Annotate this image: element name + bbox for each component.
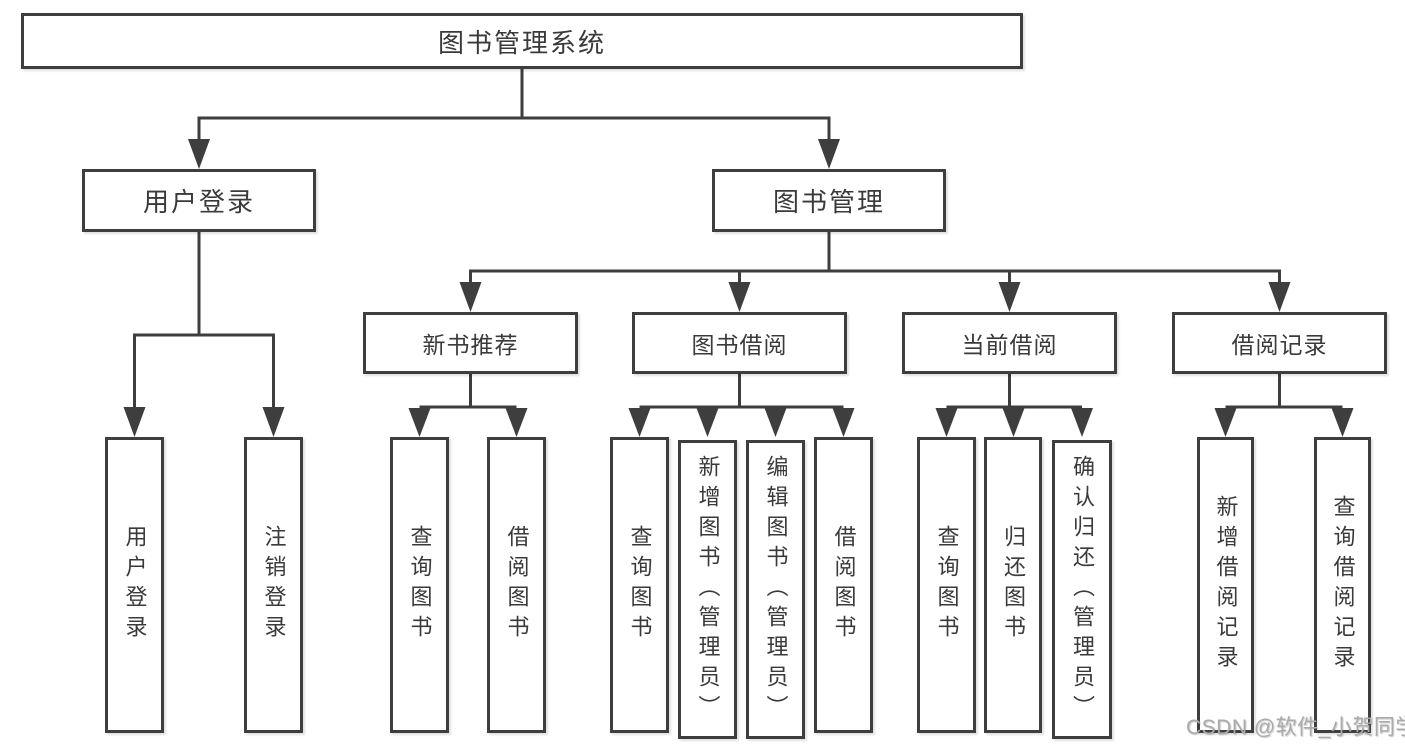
node-root-label: 图书管理系统 bbox=[437, 27, 606, 58]
leaf-edit-book-admin: 编辑图书（管理员） bbox=[746, 440, 805, 739]
arrowhead-cb-confirm bbox=[1071, 408, 1093, 437]
leaf-add-borrow-record-label: 新增借阅记录 bbox=[1213, 495, 1239, 675]
node-book-borrow-label: 图书借阅 bbox=[691, 332, 788, 358]
arrowhead-book-borrow bbox=[728, 282, 751, 312]
node-current-borrow: 当前借阅 bbox=[902, 312, 1117, 374]
connector-borrow-records-branch bbox=[1225, 374, 1343, 409]
connector-root-branch bbox=[197, 116, 831, 143]
leaf-query-borrow-record-label: 查询借阅记录 bbox=[1330, 495, 1356, 675]
arrowhead-bb-edit bbox=[764, 408, 787, 437]
arrowhead-cb-query bbox=[935, 408, 958, 437]
connector-user-login-branch bbox=[133, 333, 275, 412]
arrowhead-book-mgmt bbox=[818, 139, 840, 169]
arrowhead-user-login bbox=[188, 139, 210, 169]
node-user-login: 用户登录 bbox=[82, 169, 316, 232]
csdn-watermark: CSDN @软件_小贺同学 bbox=[1186, 716, 1405, 739]
leaf-return-book: 归还图书 bbox=[984, 437, 1042, 733]
arrowhead-cb-return bbox=[1002, 408, 1025, 437]
leaf-borrow-books: 借阅图书 bbox=[814, 437, 873, 733]
leaf-add-borrow-record: 新增借阅记录 bbox=[1197, 437, 1254, 733]
node-book-borrow: 图书借阅 bbox=[632, 312, 847, 374]
arrowhead-br-query bbox=[1331, 408, 1354, 437]
arrowhead-current-borrow bbox=[998, 282, 1021, 312]
node-book-mgmt-label: 图书管理 bbox=[772, 187, 885, 217]
arrowhead-new-book-rec bbox=[459, 282, 482, 312]
node-new-book-rec-label: 新书推荐 bbox=[422, 332, 519, 358]
node-new-book-rec: 新书推荐 bbox=[363, 312, 578, 374]
leaf-query-books-current-label: 查询图书 bbox=[934, 525, 960, 645]
node-root: 图书管理系统 bbox=[21, 13, 1023, 69]
arrowhead-leaf-logout bbox=[262, 407, 285, 437]
leaf-query-books-current: 查询图书 bbox=[917, 437, 976, 733]
arrowhead-nbr-query bbox=[408, 408, 431, 437]
leaf-edit-book-admin-label: 编辑图书（管理员） bbox=[763, 454, 789, 725]
leaf-confirm-return-admin-label: 确认归还（管理员） bbox=[1070, 454, 1095, 725]
leaf-user-login: 用户登录 bbox=[105, 437, 164, 733]
connector-new-book-rec-branch bbox=[419, 374, 517, 409]
arrowhead-br-add bbox=[1214, 408, 1237, 437]
arrowhead-nbr-borrow bbox=[505, 408, 528, 437]
leaf-add-book-admin: 新增图书（管理员） bbox=[678, 440, 737, 739]
leaf-borrow-books-new-rec-label: 借阅图书 bbox=[504, 525, 530, 645]
leaf-query-borrow-record: 查询借阅记录 bbox=[1314, 437, 1371, 733]
connector-level3-branch bbox=[469, 269, 1281, 284]
leaf-add-book-admin-label: 新增图书（管理员） bbox=[695, 454, 721, 725]
node-borrow-records: 借阅记录 bbox=[1172, 312, 1387, 374]
node-book-mgmt: 图书管理 bbox=[712, 169, 946, 232]
arrowhead-borrow-records bbox=[1268, 282, 1291, 312]
leaf-query-books-new-rec-label: 查询图书 bbox=[407, 525, 433, 645]
leaf-query-books-borrow: 查询图书 bbox=[610, 437, 669, 733]
leaf-user-login-label: 用户登录 bbox=[122, 525, 148, 645]
leaf-query-books-new-rec: 查询图书 bbox=[390, 437, 449, 733]
connector-book-borrow-branch bbox=[639, 374, 844, 409]
leaf-logout: 注销登录 bbox=[244, 437, 303, 733]
node-current-borrow-label: 当前借阅 bbox=[961, 332, 1058, 358]
node-borrow-records-label: 借阅记录 bbox=[1231, 332, 1328, 358]
arrowhead-bb-query bbox=[628, 408, 651, 437]
leaf-return-book-label: 归还图书 bbox=[1001, 525, 1026, 645]
leaf-logout-label: 注销登录 bbox=[261, 525, 287, 645]
leaf-confirm-return-admin: 确认归还（管理员） bbox=[1052, 440, 1112, 739]
leaf-borrow-books-label: 借阅图书 bbox=[831, 525, 857, 645]
connector-current-borrow-branch bbox=[946, 374, 1082, 409]
node-user-login-label: 用户登录 bbox=[142, 187, 255, 217]
leaf-query-books-borrow-label: 查询图书 bbox=[627, 525, 653, 645]
arrowhead-bb-add bbox=[696, 408, 719, 437]
leaf-borrow-books-new-rec: 借阅图书 bbox=[487, 437, 546, 733]
arrowhead-bb-borrow bbox=[832, 408, 855, 437]
arrowhead-leaf-user-login bbox=[123, 407, 146, 437]
